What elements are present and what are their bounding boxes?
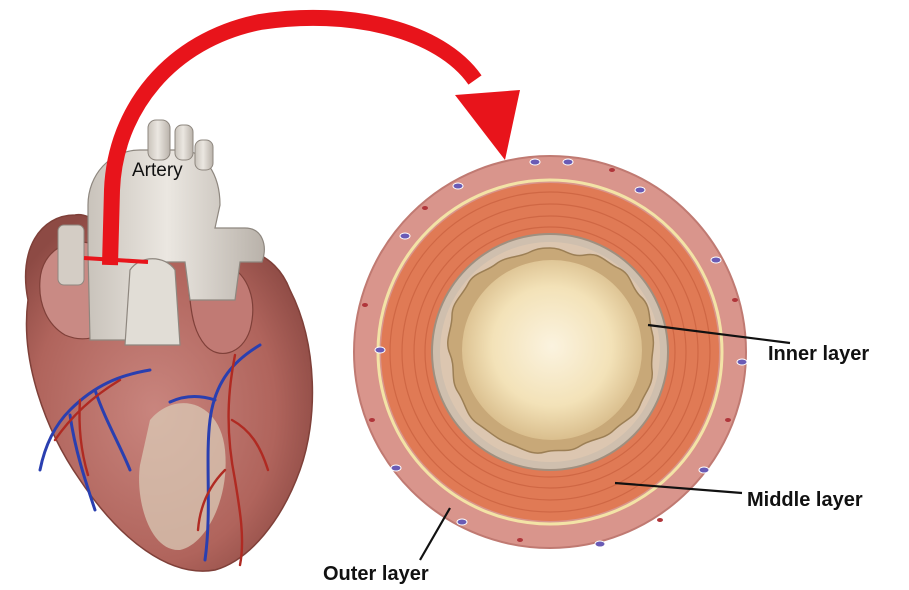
artery-label: Artery [132, 160, 183, 182]
aortic-branch [195, 140, 213, 170]
middle-layer-label: Middle layer [747, 489, 863, 512]
heart-illustration [26, 120, 313, 571]
outer-layer-label: Outer layer [323, 563, 429, 586]
arrow-head [455, 90, 520, 160]
pulmonary-trunk [125, 259, 180, 345]
vena-cava [58, 225, 84, 285]
outer-layer-leader [420, 508, 450, 560]
inner-layer-label: Inner layer [768, 343, 869, 366]
aortic-branch [175, 125, 193, 160]
lumen [462, 260, 642, 440]
aortic-branch [148, 120, 170, 160]
